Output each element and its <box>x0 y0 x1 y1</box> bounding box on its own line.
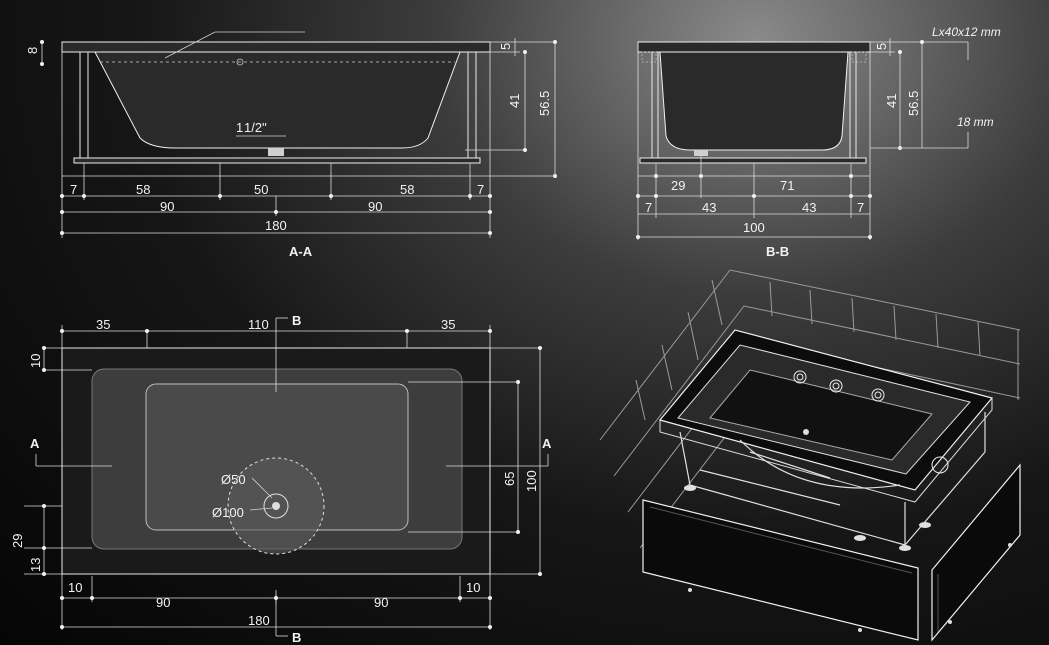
total-length-a: 180 <box>265 218 287 233</box>
drain-offset-29: 29 <box>10 534 25 548</box>
rim-a-a <box>61 41 491 53</box>
dim-b-0: 29 <box>671 178 685 193</box>
section-a-a: 1 1/2" 8 5 41 56.5 <box>25 31 557 259</box>
plan-view: Ø50 Ø100 35 110 35 B B A A <box>10 313 552 645</box>
depth-label-a: 41 <box>507 94 522 108</box>
diameter-50-label: Ø50 <box>221 472 246 487</box>
dim-a-2: 50 <box>254 182 268 197</box>
drain-offset-13: 13 <box>28 558 43 572</box>
tub-profile-b-b <box>659 51 849 151</box>
tub-profile-a-a <box>94 51 461 149</box>
half-b-3: 7 <box>857 200 864 215</box>
height-label-a: 56.5 <box>537 91 552 116</box>
half-a-1: 90 <box>368 199 382 214</box>
drain-size-fraction: 1/2" <box>244 120 267 135</box>
jet-nozzles <box>793 370 885 402</box>
half-b-0: 7 <box>645 200 652 215</box>
plan-dim-2: 35 <box>441 317 455 332</box>
drain-zone-50 <box>263 493 289 519</box>
plan-dim-0: 35 <box>96 317 110 332</box>
rim-thickness-label: 8 <box>25 47 40 54</box>
iso-side-panel <box>931 463 1021 642</box>
plan-total-length: 180 <box>248 613 270 628</box>
section-marker-a-right: A <box>542 436 552 451</box>
dim-a-1: 58 <box>136 182 150 197</box>
section-b-b: Lx40x12 mm 5 41 56.5 18 mm <box>636 25 1001 259</box>
section-marker-b-bottom: B <box>292 630 301 645</box>
iso-front-panel <box>642 499 919 641</box>
section-marker-a-left: A <box>30 436 40 451</box>
height-label-b: 56.5 <box>906 91 921 116</box>
depth-label-b: 41 <box>884 94 899 108</box>
section-title-a-a: A-A <box>289 244 313 259</box>
section-title-b-b: B-B <box>766 244 789 259</box>
corner-right-label: 10 <box>466 580 480 595</box>
outer-width-label: 100 <box>524 470 539 492</box>
diameter-100-label: Ø100 <box>212 505 244 520</box>
plan-dim-1: 110 <box>248 317 269 332</box>
drain-a-a <box>268 148 284 156</box>
inner-width-label: 65 <box>502 472 517 486</box>
iso-feet <box>684 485 931 551</box>
section-marker-b-top: B <box>292 313 301 328</box>
rim-top-label-a: 5 <box>498 43 513 50</box>
plan-half-1: 90 <box>374 595 388 610</box>
drain-size-whole: 1 <box>236 120 243 135</box>
total-width-b: 100 <box>743 220 765 235</box>
dim-a-0: 7 <box>70 182 77 197</box>
rim-top-label-b: 5 <box>874 43 889 50</box>
plan-rim-left: 10 <box>28 354 43 368</box>
dim-a-3: 58 <box>400 182 414 197</box>
plan-half-0: 90 <box>156 595 170 610</box>
dim-b-1: 71 <box>780 178 794 193</box>
corner-left-label: 10 <box>68 580 82 595</box>
half-a-0: 90 <box>160 199 174 214</box>
dim-a-4: 7 <box>477 182 484 197</box>
half-b-1: 43 <box>702 200 716 215</box>
half-b-2: 43 <box>802 200 816 215</box>
iso-frame <box>679 412 986 546</box>
profile-label: Lx40x12 mm <box>932 25 1001 39</box>
gap-label: 18 mm <box>957 115 994 129</box>
isometric-view <box>599 269 1021 642</box>
